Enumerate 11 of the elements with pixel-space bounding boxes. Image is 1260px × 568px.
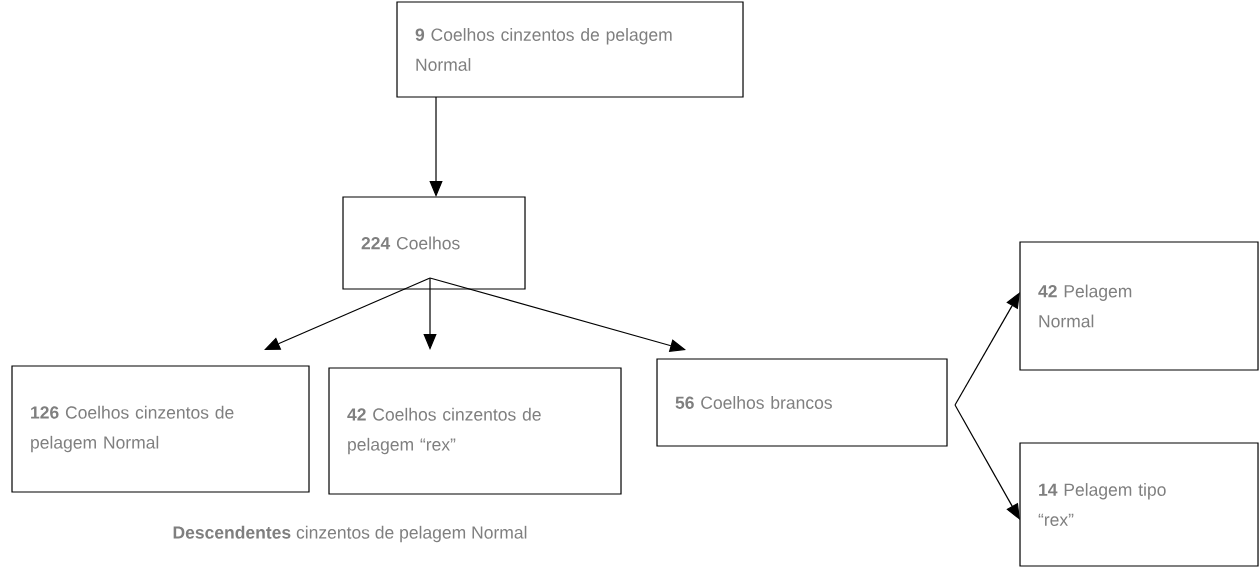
text-box: 126 Coelhos cinzentos de pelagem Normal — [11, 365, 310, 493]
arrow — [954, 404, 1020, 520]
text-box: 14 Pelagem tipo “rex” — [1019, 442, 1259, 567]
caption-text: Descendentes cinzentos de pelagem Normal — [173, 525, 527, 543]
text-box: 56 Coelhos brancos — [656, 358, 948, 447]
text-box: 224 Coelhos — [342, 196, 526, 290]
text-box: 42 Coelhos cinzentos de pelagem “rex” — [328, 367, 622, 495]
text-box: 42 Pelagem Normal — [1019, 241, 1259, 371]
arrow — [264, 277, 431, 350]
text-box: 9 Coelhos cinzentos de pelagem Normal — [396, 1, 744, 98]
arrow — [954, 292, 1020, 406]
